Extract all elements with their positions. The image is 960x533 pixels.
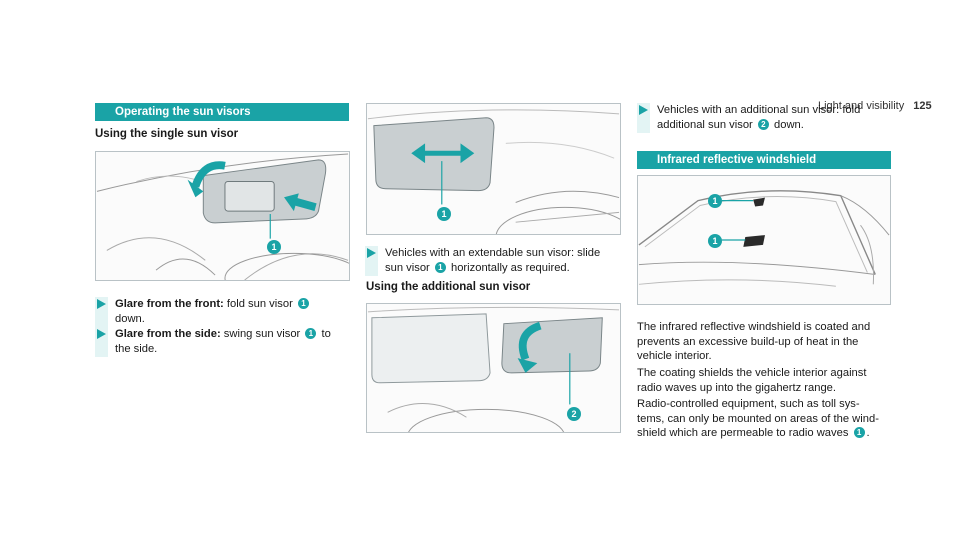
- step-bold-label: Glare from the front:: [115, 298, 224, 310]
- page-number: 125: [913, 100, 932, 112]
- subheading-single-visor: Using the single sun visor: [95, 128, 239, 140]
- step-glare-side: Glare from the side: swing sun visor 1 t…: [95, 327, 355, 357]
- figure-callout-1-bottom: 1: [708, 234, 722, 248]
- step-bold-label: Glare from the side:: [115, 328, 221, 340]
- callout-1: 1: [305, 328, 317, 339]
- subheading-additional-visor: Using the additional sun visor: [366, 281, 531, 293]
- step-additional-visor: Vehicles with an additional sun visor: f…: [637, 103, 897, 133]
- callout-1: 1: [297, 298, 309, 309]
- figure-callout-2: 2: [567, 407, 581, 421]
- step-arrow-icon: [639, 105, 648, 115]
- paragraph-radio-equipment: Radio-controlled equipment, such as toll…: [637, 398, 879, 440]
- callout-2: 2: [757, 118, 769, 130]
- figure-additional-visor: 2: [366, 303, 621, 433]
- step-arrow-icon: [97, 299, 106, 309]
- extendable-visor-illustration: [367, 109, 620, 234]
- paragraph-coating-purpose: The infrared reflective windshield is co…: [637, 321, 871, 363]
- additional-visor-illustration: [367, 306, 620, 432]
- section-bar-sun-visors: Operating the sun visors: [95, 103, 349, 121]
- section-title: Light and visibility: [818, 100, 905, 112]
- step-glare-front: Glare from the front: fold sun visor 1 d…: [95, 297, 355, 327]
- callout-1: 1: [853, 427, 865, 439]
- figure-single-sun-visor: 1: [95, 151, 350, 281]
- section-bar-infrared-windshield: Infrared reflective windshield: [637, 151, 891, 169]
- page-header: Light and visibility 125: [818, 100, 932, 112]
- figure-infrared-windshield: 1 1: [637, 175, 891, 305]
- section-bar-title: Infrared reflective windshield: [657, 154, 817, 166]
- figure-extendable-visor: 1: [366, 103, 621, 235]
- paragraph-coating-shields: The coating shields the vehicle interior…: [637, 367, 867, 394]
- figure-callout-1-top: 1: [708, 194, 722, 208]
- figure-callout-1: 1: [437, 207, 451, 221]
- step-arrow-icon: [97, 329, 106, 339]
- step-arrow-icon: [367, 248, 376, 258]
- section-bar-title: Operating the sun visors: [115, 106, 251, 118]
- step-extendable-visor: Vehicles with an extendable sun visor: s…: [365, 246, 625, 276]
- figure-callout-1: 1: [267, 240, 281, 254]
- single-visor-illustration: [96, 153, 349, 280]
- callout-1: 1: [434, 261, 446, 273]
- windshield-illustration: [638, 190, 890, 287]
